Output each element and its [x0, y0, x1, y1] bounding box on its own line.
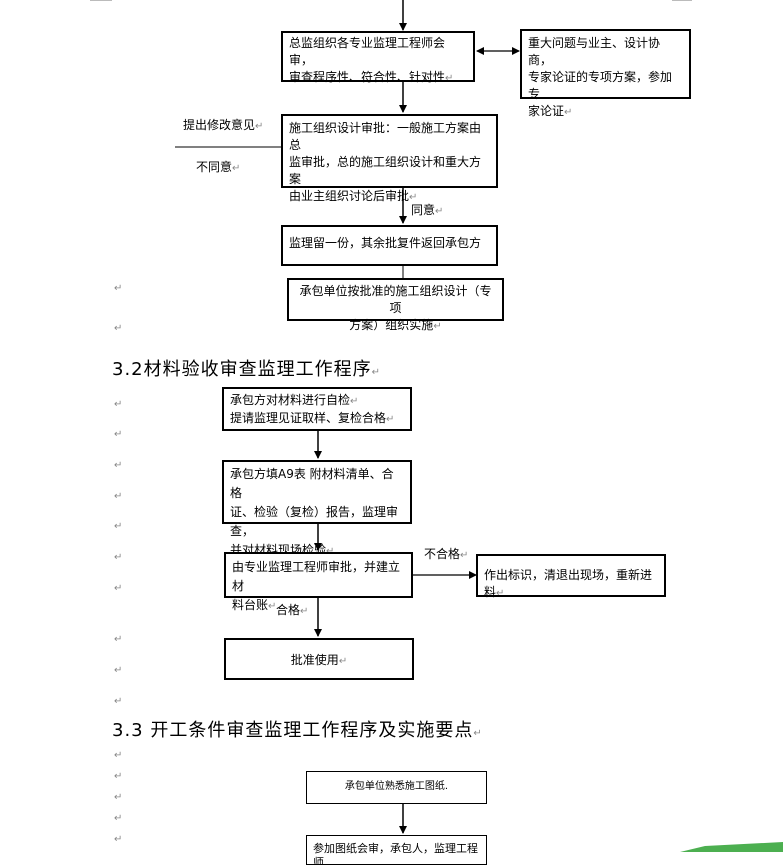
section-3-2-text: 3.2材料验收审查监理工作程序	[112, 359, 372, 380]
paragraph-mark: ↵	[114, 750, 123, 761]
paragraph-mark: ↵	[114, 323, 123, 334]
paragraph-mark: ↵	[114, 399, 123, 410]
pass-text: 合格	[276, 603, 301, 617]
self-check-line-2: 提请监理见证取样、复检合格	[230, 411, 387, 425]
paragraph-mark: ↵	[326, 546, 334, 557]
reject-text: 作出标识，清退出现场，重新进料	[484, 568, 653, 599]
review-box: 总监组织各专业监理工程师会审， 审查程序性、符合性、针对性↵	[281, 31, 475, 84]
implement-line-2: 方案）组织实施	[349, 318, 434, 332]
paragraph-mark: ↵	[114, 771, 123, 782]
paragraph-mark: ↵	[114, 696, 123, 707]
paragraph-mark: ↵	[114, 491, 123, 502]
fail-text: 不合格	[424, 547, 461, 561]
paragraph-mark: ↵	[114, 665, 123, 676]
major-line-3: 家论证	[528, 104, 565, 118]
paragraph-mark: ↵	[114, 283, 123, 294]
disagree-label: 不同意↵	[196, 160, 240, 176]
self-check-box: 承包方对材料进行自检↵ 提请监理见证取样、复检合格↵	[222, 387, 412, 431]
keep-copy-box: 监理留一份，其余批复件返回承包方	[281, 225, 498, 266]
a9-line-2: 证、检验（复检）报告，监理审查，	[230, 505, 399, 538]
engineer-line-1: 由专业监理工程师审批，并建立材	[232, 560, 401, 593]
paragraph-mark: ↵	[268, 601, 277, 612]
paragraph-mark: ↵	[114, 583, 123, 594]
revise-text: 提出修改意见	[183, 118, 256, 132]
review-line-2: 审查程序性、符合性、针对性	[289, 70, 446, 84]
drawing-review-text: 参加图纸会审，承包人，监理工程师	[313, 842, 478, 865]
drawing-review-box: 参加图纸会审，承包人，监理工程师	[306, 835, 487, 865]
review-line-1: 总监组织各专业监理工程师会审，	[289, 36, 446, 67]
major-line-1: 重大问题与业主、设计协商，	[528, 36, 661, 67]
engineer-line-2: 料台账	[232, 598, 269, 612]
self-check-line-1: 承包方对材料进行自检	[230, 393, 351, 407]
revise-label: 提出修改意见↵	[183, 118, 263, 134]
implement-box: 承包单位按批准的施工组织设计（专项 方案）组织实施↵	[287, 278, 504, 332]
section-3-3-text: 3.3 开工条件审查监理工作程序及实施要点	[112, 720, 474, 741]
a9-form-box: 承包方填A9表 附材料清单、合格 证、检验（复检）报告，监理审查， 并对材料现场…	[222, 460, 412, 557]
paragraph-mark: ↵	[460, 550, 469, 561]
approve-line-2: 监审批，总的施工组织设计和重大方案	[289, 155, 482, 186]
approve-line-3: 由业主组织讨论后审批	[289, 189, 410, 203]
major-line-2: 专家论证的专项方案，参加专	[528, 70, 673, 101]
paragraph-mark: ↵	[232, 163, 241, 174]
paragraph-mark: ↵	[114, 429, 123, 440]
paragraph-mark: ↵	[114, 552, 123, 563]
familiar-drawings-box: 承包单位熟悉施工图纸.	[306, 771, 487, 804]
paragraph-mark: ↵	[114, 521, 123, 532]
familiar-drawings-text: 承包单位熟悉施工图纸.	[344, 781, 449, 792]
agree-label: 同意↵	[411, 203, 443, 219]
paragraph-mark: ↵	[338, 656, 348, 667]
paragraph-mark: ↵	[371, 367, 382, 378]
reject-box: 作出标识，清退出现场，重新进料↵	[476, 554, 666, 599]
approve-line-1: 施工组织设计审批：一般施工方案由总	[289, 121, 482, 152]
approved-use-text: 批准使用	[290, 653, 339, 667]
paragraph-mark: ↵	[255, 121, 264, 132]
section-3-3-title: 3.3 开工条件审查监理工作程序及实施要点↵	[112, 720, 483, 745]
paragraph-mark: ↵	[114, 792, 123, 803]
implement-line-1: 承包单位按批准的施工组织设计（专项	[299, 284, 492, 315]
paragraph-mark: ↵	[350, 396, 359, 407]
paragraph-mark: ↵	[433, 321, 442, 332]
approved-use-box: 批准使用↵	[224, 638, 414, 680]
paragraph-mark: ↵	[496, 588, 505, 599]
a9-line-1: 承包方填A9表 附材料清单、合格	[230, 467, 394, 500]
approve-box: 施工组织设计审批：一般施工方案由总 监审批，总的施工组织设计和重大方案 由业主组…	[281, 114, 498, 203]
paragraph-mark: ↵	[114, 813, 123, 824]
pass-label: 合格↵	[276, 603, 308, 619]
paragraph-mark: ↵	[114, 460, 123, 471]
paragraph-mark: ↵	[114, 634, 123, 645]
paragraph-mark: ↵	[386, 414, 395, 425]
paragraph-mark: ↵	[409, 192, 418, 203]
paragraph-mark: ↵	[445, 73, 454, 84]
section-3-2-title: 3.2材料验收审查监理工作程序↵	[112, 359, 381, 384]
paragraph-mark: ↵	[564, 107, 573, 118]
disagree-text: 不同意	[196, 160, 233, 174]
paragraph-mark: ↵	[114, 834, 123, 845]
major-issue-box: 重大问题与业主、设计协商， 专家论证的专项方案，参加专 家论证↵	[520, 29, 691, 118]
keep-copy-text: 监理留一份，其余批复件返回承包方	[289, 236, 482, 250]
paragraph-mark: ↵	[300, 606, 309, 617]
paragraph-mark: ↵	[473, 728, 483, 739]
paragraph-mark: ↵	[435, 206, 444, 217]
engineer-approve-box: 由专业监理工程师审批，并建立材 料台账↵	[224, 552, 413, 612]
fail-label: 不合格↵	[424, 547, 468, 563]
agree-text: 同意	[411, 203, 436, 217]
